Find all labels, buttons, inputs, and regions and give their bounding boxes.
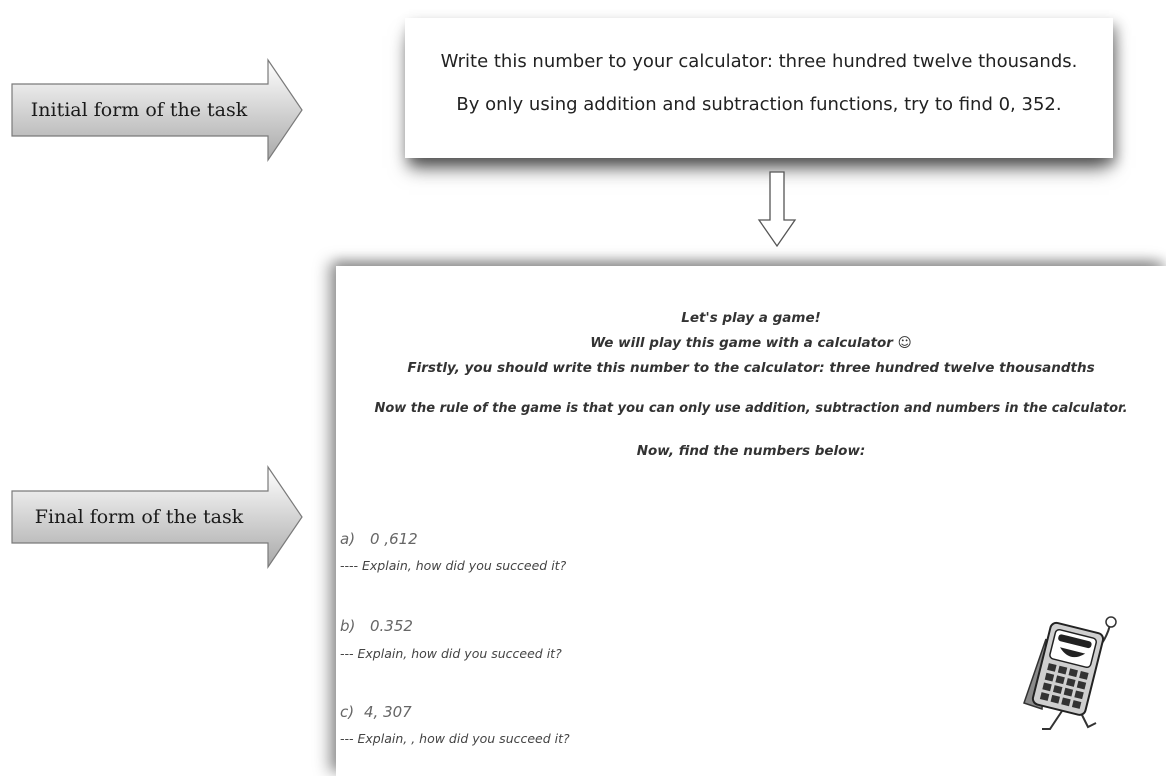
initial-task-card: Write this number to your calculator: th…	[405, 18, 1113, 158]
final-task-card: Let's play a game! We will play this gam…	[336, 266, 1166, 776]
final-form-label-arrow: Final form of the task	[10, 465, 304, 569]
item-b-value: 0.352	[370, 617, 413, 635]
game-firstly: Firstly, you should write this number to…	[407, 360, 1095, 376]
final-form-label: Final form of the task	[34, 506, 244, 528]
item-a-label: a)	[340, 530, 356, 548]
calculator-superhero-icon	[1023, 616, 1117, 730]
game-rule: Now the rule of the game is that you can…	[374, 401, 1128, 416]
item-b-label: b)	[340, 617, 356, 635]
initial-form-label-arrow: Initial form of the task	[10, 58, 304, 162]
item-c-value: 4, 307	[364, 703, 412, 721]
game-title: Let's play a game!	[681, 310, 821, 326]
right-arrow-icon	[11, 58, 303, 162]
initial-task-line-2: By only using addition and subtraction f…	[456, 94, 1062, 115]
game-prompt: Now, find the numbers below:	[636, 443, 866, 459]
item-b-explain: --- Explain, how did you succeed it?	[340, 646, 562, 661]
item-a-value: 0 ,612	[370, 530, 418, 548]
initial-task-line-1: Write this number to your calculator: th…	[440, 51, 1078, 72]
item-c-label: c)	[340, 703, 355, 721]
game-intro: We will play this game with a calculator…	[590, 335, 912, 351]
down-arrow-icon	[757, 171, 797, 248]
item-a-explain: ---- Explain, how did you succeed it?	[340, 558, 567, 573]
right-arrow-icon	[11, 465, 303, 569]
initial-form-label: Initial form of the task	[30, 99, 248, 121]
item-c-explain: --- Explain, , how did you succeed it?	[340, 731, 570, 746]
